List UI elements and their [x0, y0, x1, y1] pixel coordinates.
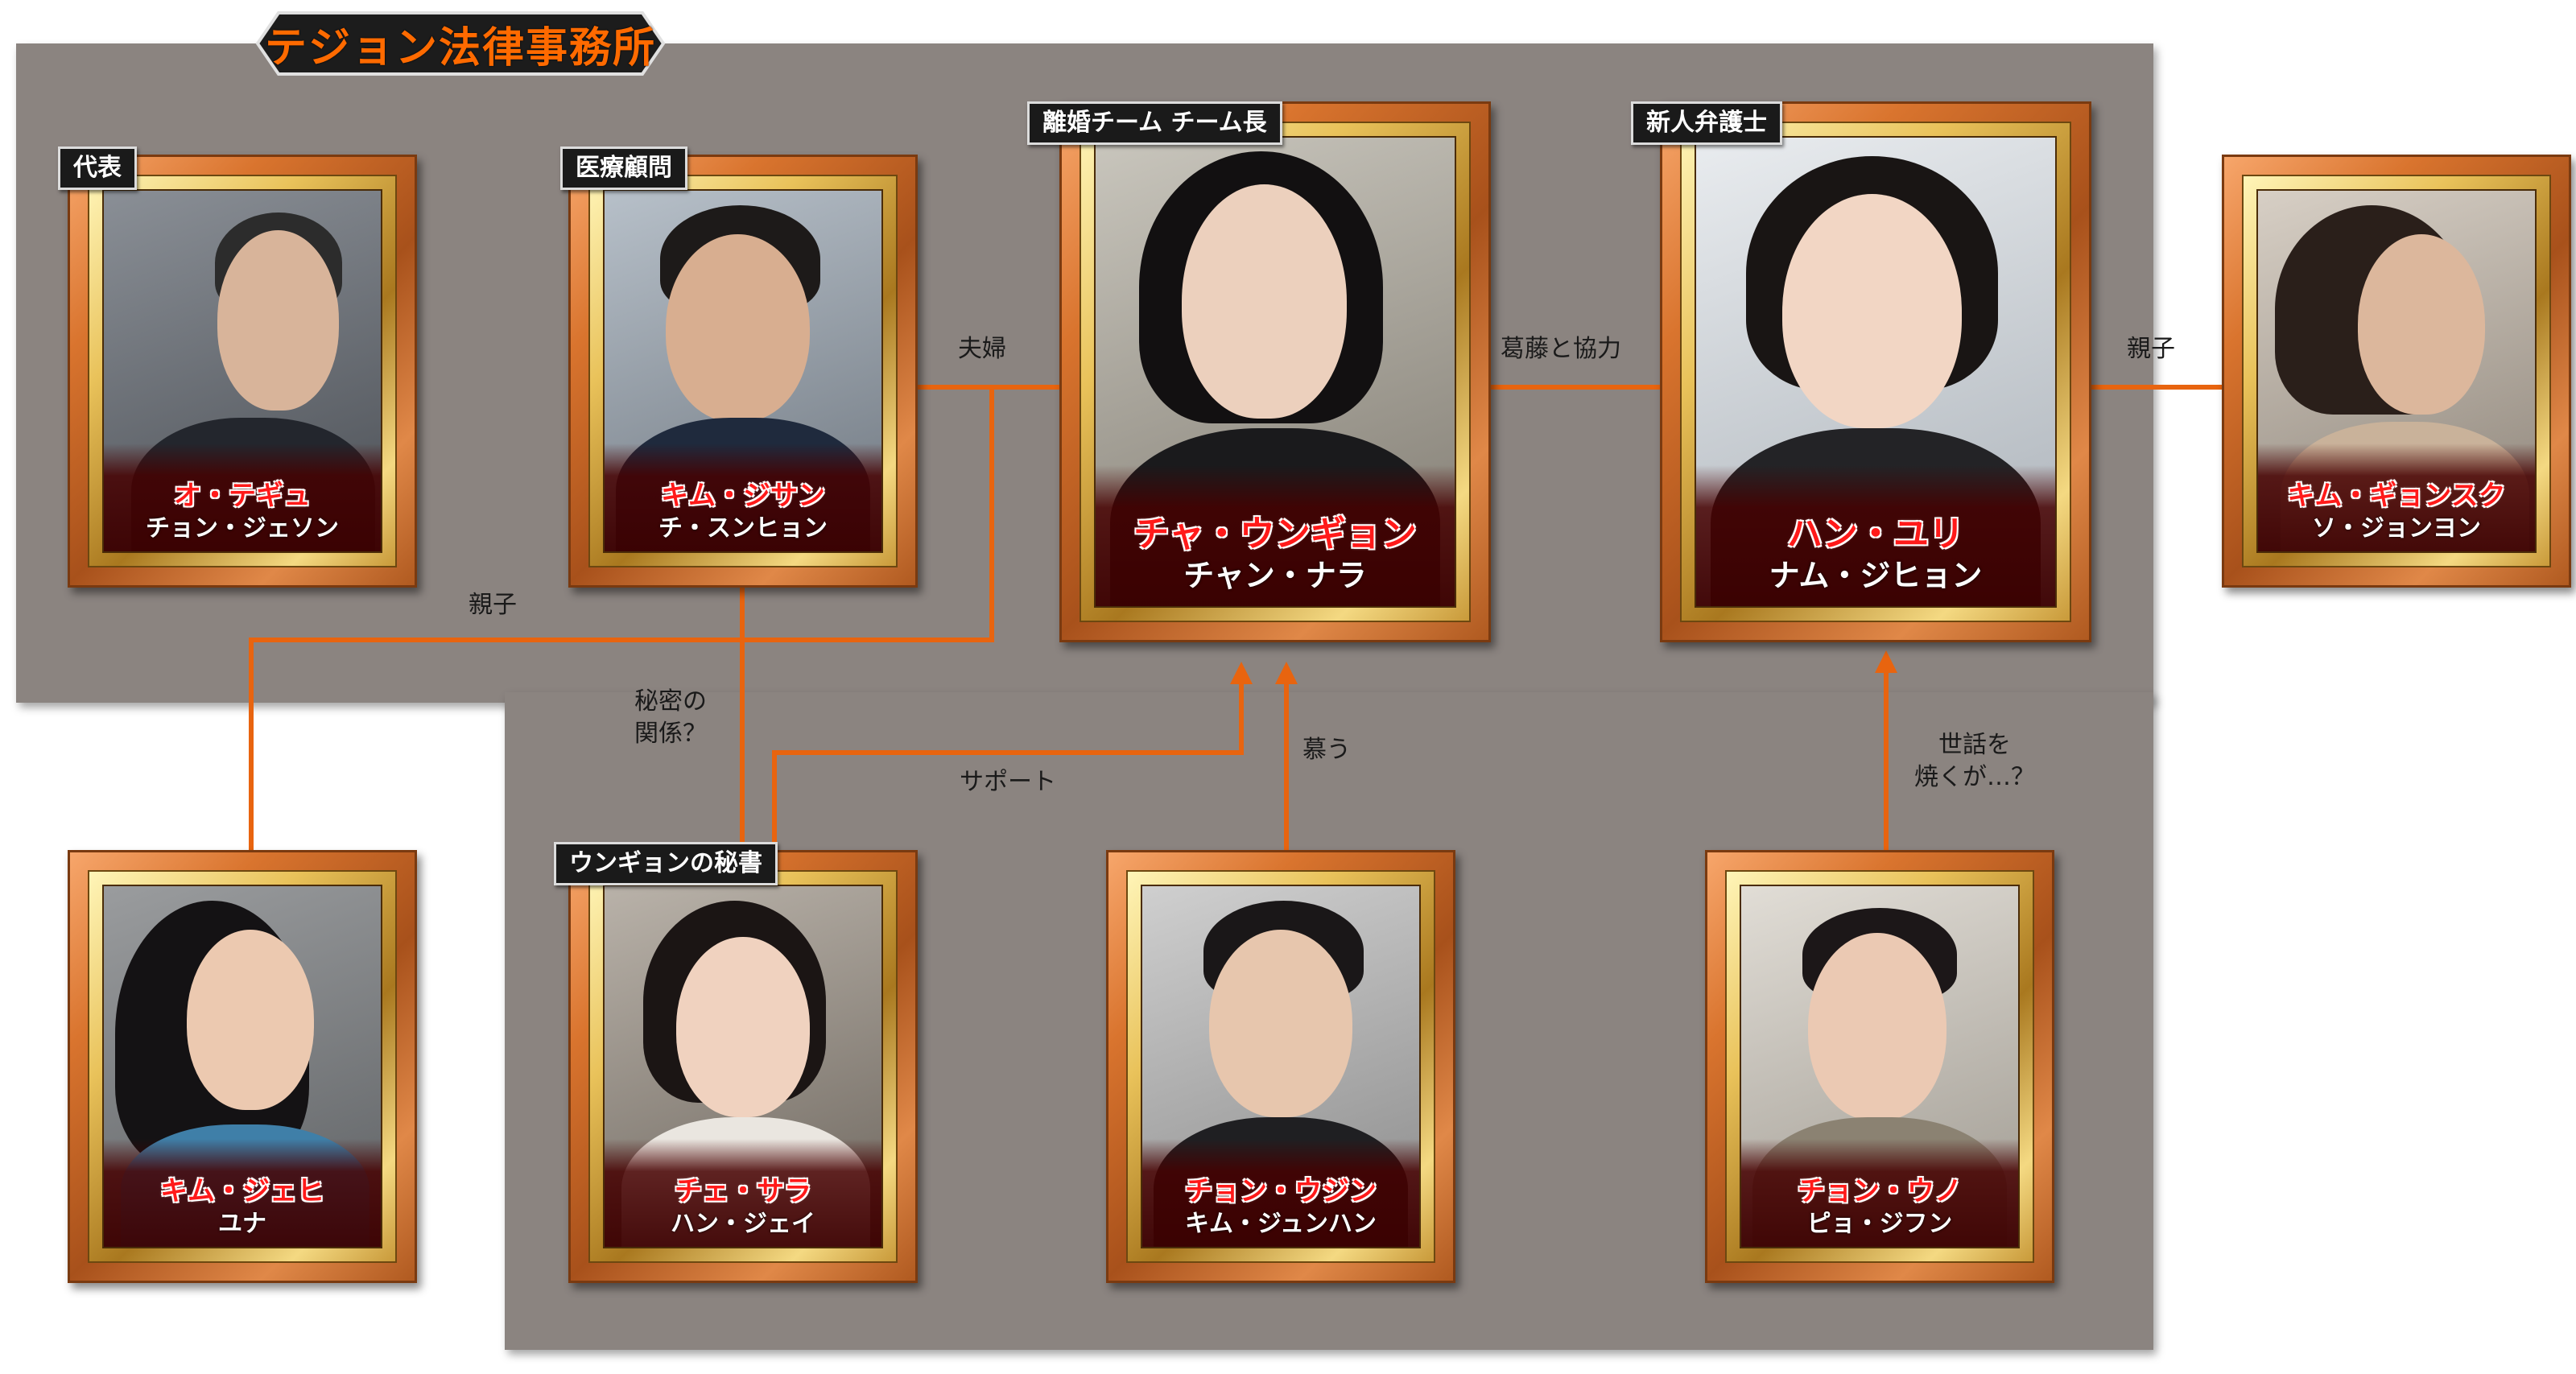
label-parent-child-right: 親子: [2127, 335, 2175, 363]
badge-medical-advisor: 医療顧問: [560, 146, 687, 190]
portrait-photo: チェ・サラ ハン・ジェイ: [603, 885, 883, 1248]
label-conflict-cooperation: 葛藤と協力: [1501, 335, 1621, 363]
label-couple: 夫婦: [958, 335, 1006, 363]
portrait-photo: キム・ジェヒ ユナ: [102, 885, 382, 1248]
badge-rookie-lawyer: 新人弁護士: [1631, 101, 1782, 145]
portrait-jeong-woono[interactable]: チョン・ウノ ピョ・ジフン: [1705, 850, 2054, 1283]
label-support: サポート: [960, 768, 1056, 796]
label-secret-relationship: 秘密の 関係？: [634, 687, 707, 748]
actor-name: チョン・ジェソン: [146, 514, 339, 543]
label-care: 世話を 焼くが…？: [1914, 731, 2035, 791]
badge-divorce-team-leader: 離婚チーム チーム長: [1027, 101, 1282, 145]
portrait-photo: チョン・ウノ ピョ・ジフン: [1740, 885, 2020, 1248]
actor-name: ナム・ジヒョン: [1769, 558, 1983, 593]
role-name: キム・ジサン: [661, 480, 825, 512]
actor-name: キム・ジュンハン: [1185, 1210, 1377, 1238]
badge-representative: 代表: [58, 146, 137, 190]
title-banner-shape: [255, 11, 666, 76]
actor-name: ユナ: [218, 1210, 266, 1238]
portrait-photo: チョン・ウジン キム・ジュンハン: [1141, 885, 1421, 1248]
portrait-choi-sara[interactable]: チェ・サラ ハン・ジェイ: [568, 850, 918, 1283]
role-name: チェ・サラ: [675, 1175, 811, 1207]
role-name: チョン・ウジン: [1185, 1175, 1377, 1207]
actor-name: ピョ・ジフン: [1806, 1210, 1953, 1238]
role-name: キム・ジェヒ: [160, 1175, 324, 1207]
portrait-oh-taegyu[interactable]: オ・テギュ チョン・ジェソン: [68, 155, 417, 588]
actor-name: ハン・ジェイ: [671, 1210, 815, 1238]
portrait-photo: キム・ギョンスク ソ・ジョンヨン: [2256, 189, 2537, 553]
label-admire: 慕う: [1302, 736, 1351, 764]
portrait-photo: チャ・ウンギョン チャン・ナラ: [1094, 136, 1456, 608]
office-title: テジョン法律事務所: [264, 23, 656, 72]
portrait-jeong-woojin[interactable]: チョン・ウジン キム・ジュンハン: [1106, 850, 1455, 1283]
role-name: オ・テギュ: [174, 480, 311, 512]
actor-name: チャン・ナラ: [1183, 558, 1367, 593]
portrait-photo: キム・ジサン チ・スンヒョン: [603, 189, 883, 553]
portrait-photo: ハン・ユリ ナム・ジヒョン: [1695, 136, 2057, 608]
portrait-han-yuri[interactable]: ハン・ユリ ナム・ジヒョン: [1660, 101, 2091, 642]
role-name: ハン・ユリ: [1787, 514, 1964, 555]
role-name: チョン・ウノ: [1798, 1175, 1962, 1207]
badge-eungyeon-secretary: ウンギョンの秘書: [554, 842, 778, 885]
actor-name: チ・スンヒョン: [658, 514, 828, 543]
office-title-banner: テジョン法律事務所: [238, 8, 683, 79]
portrait-kim-jehee[interactable]: キム・ジェヒ ユナ: [68, 850, 417, 1283]
role-name: キム・ギョンスク: [2287, 480, 2506, 512]
actor-name: ソ・ジョンヨン: [2312, 514, 2481, 543]
portrait-cha-eungyeon[interactable]: チャ・ウンギョン チャン・ナラ: [1059, 101, 1491, 642]
label-parent-child-left: 親子: [469, 591, 517, 619]
portrait-photo: オ・テギュ チョン・ジェソン: [102, 189, 382, 553]
role-name: チャ・ウンギョン: [1133, 514, 1417, 555]
portrait-kim-jisan[interactable]: キム・ジサン チ・スンヒョン: [568, 155, 918, 588]
portrait-kim-gyeongsook[interactable]: キム・ギョンスク ソ・ジョンヨン: [2222, 155, 2571, 588]
